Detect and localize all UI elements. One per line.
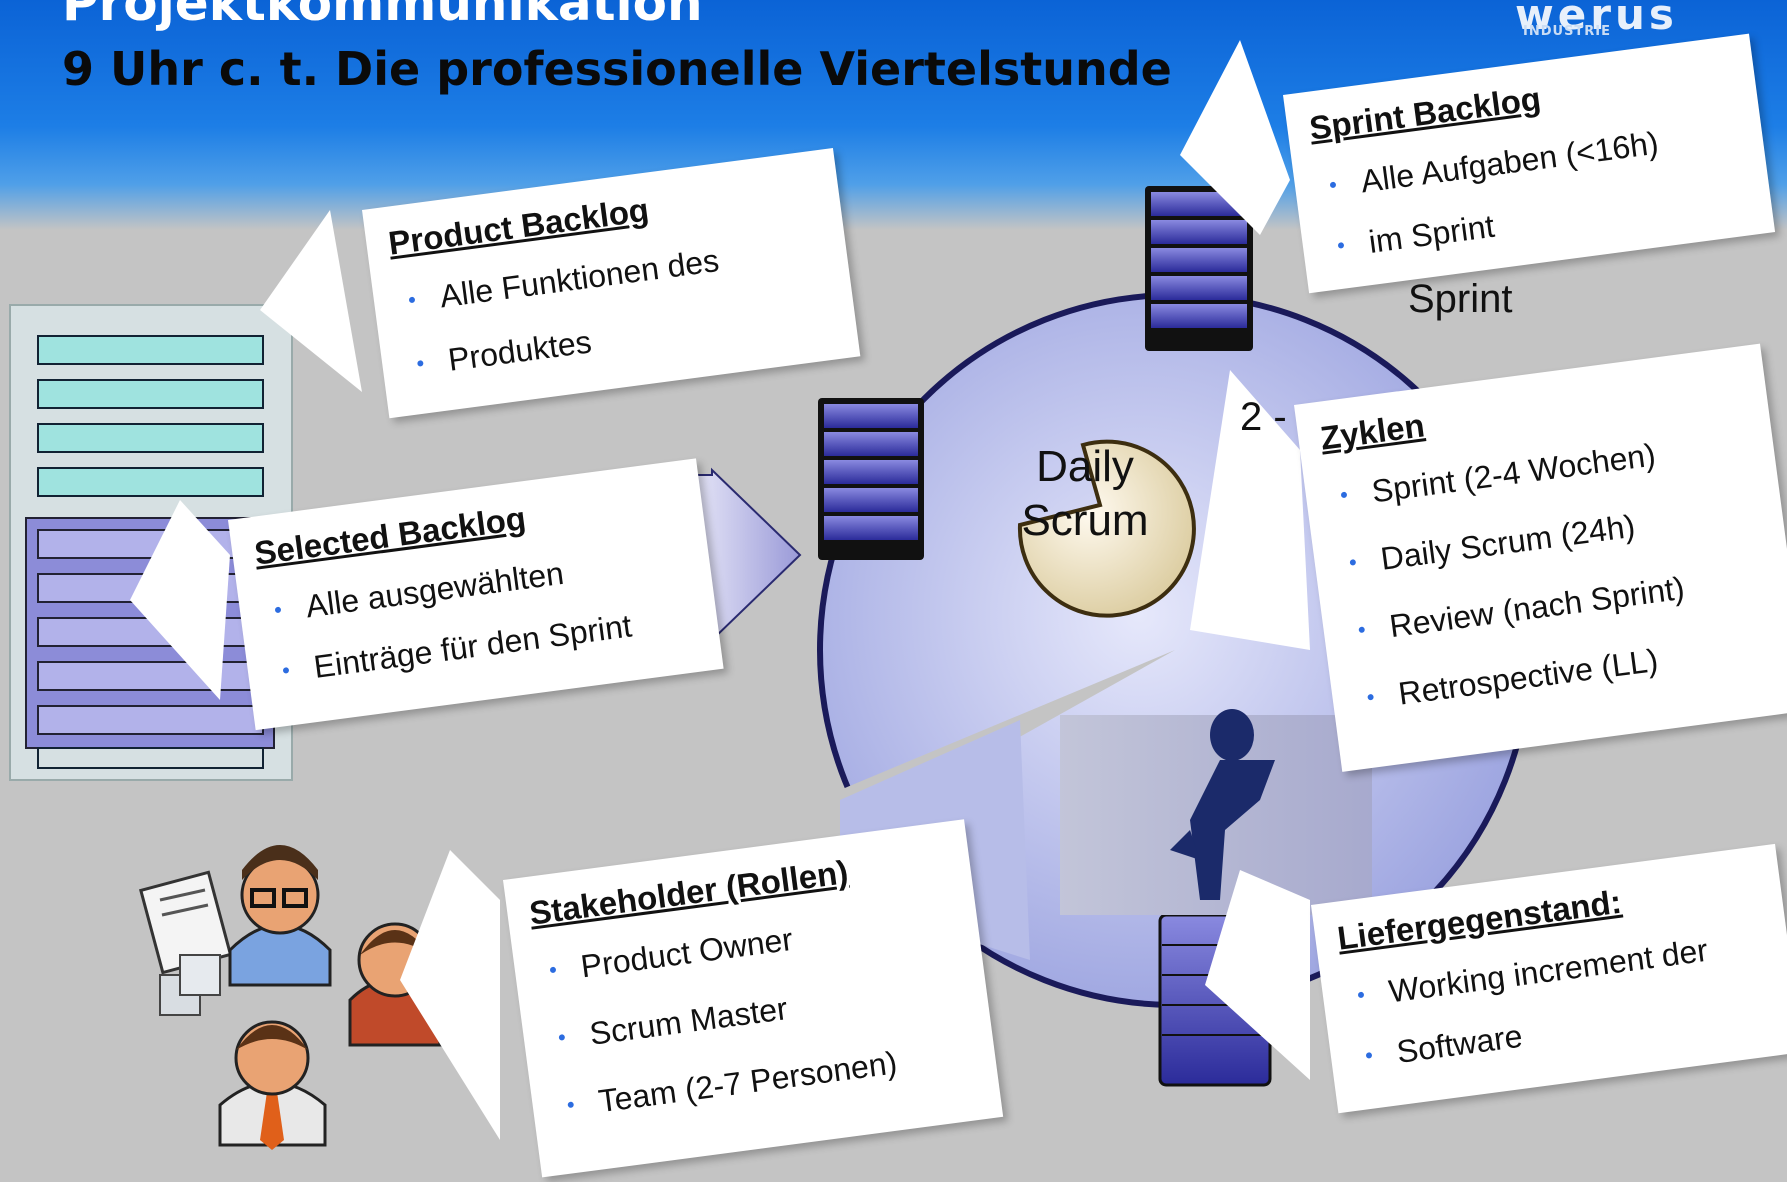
person-icon-product-owner bbox=[139, 845, 332, 1016]
page-subtitle: 9 Uhr c. t. Die professionelle Viertelst… bbox=[62, 42, 1172, 96]
callout-pointer-delivery bbox=[1205, 870, 1310, 1080]
pacman-daily-scrum-icon bbox=[1017, 439, 1196, 618]
person-icon-team bbox=[218, 1020, 327, 1150]
runner-image bbox=[1060, 709, 1372, 915]
cycle-prefix-label: 2 - bbox=[1240, 395, 1287, 439]
stack-icon-selected bbox=[818, 398, 924, 560]
logo-sub: INDUSTRIE bbox=[1523, 24, 1612, 39]
stack-icon-sprint bbox=[1145, 186, 1253, 351]
daily-scrum-label: Daily Scrum bbox=[1021, 442, 1149, 545]
callout-pointer-stakeholder bbox=[400, 850, 500, 1140]
callout-pointer-product bbox=[260, 210, 362, 392]
logo-text: werus bbox=[1515, 0, 1678, 39]
card-zyklen: Zyklen Sprint (2-4 Wochen) Daily Scrum (… bbox=[1294, 343, 1787, 772]
card-stakeholder: Stakeholder (Rollen) Product Owner Scrum… bbox=[503, 819, 1004, 1178]
sprint-label: Sprint bbox=[1408, 277, 1513, 321]
page-title: Projektkommunikation bbox=[62, 0, 703, 32]
card-list: Sprint (2-4 Wochen) Daily Scrum (24h) Re… bbox=[1324, 408, 1782, 733]
callout-pointer-selected bbox=[130, 500, 230, 700]
callout-pointer-sprint bbox=[1180, 40, 1290, 235]
callout-pointer-zyklen bbox=[1190, 370, 1310, 650]
